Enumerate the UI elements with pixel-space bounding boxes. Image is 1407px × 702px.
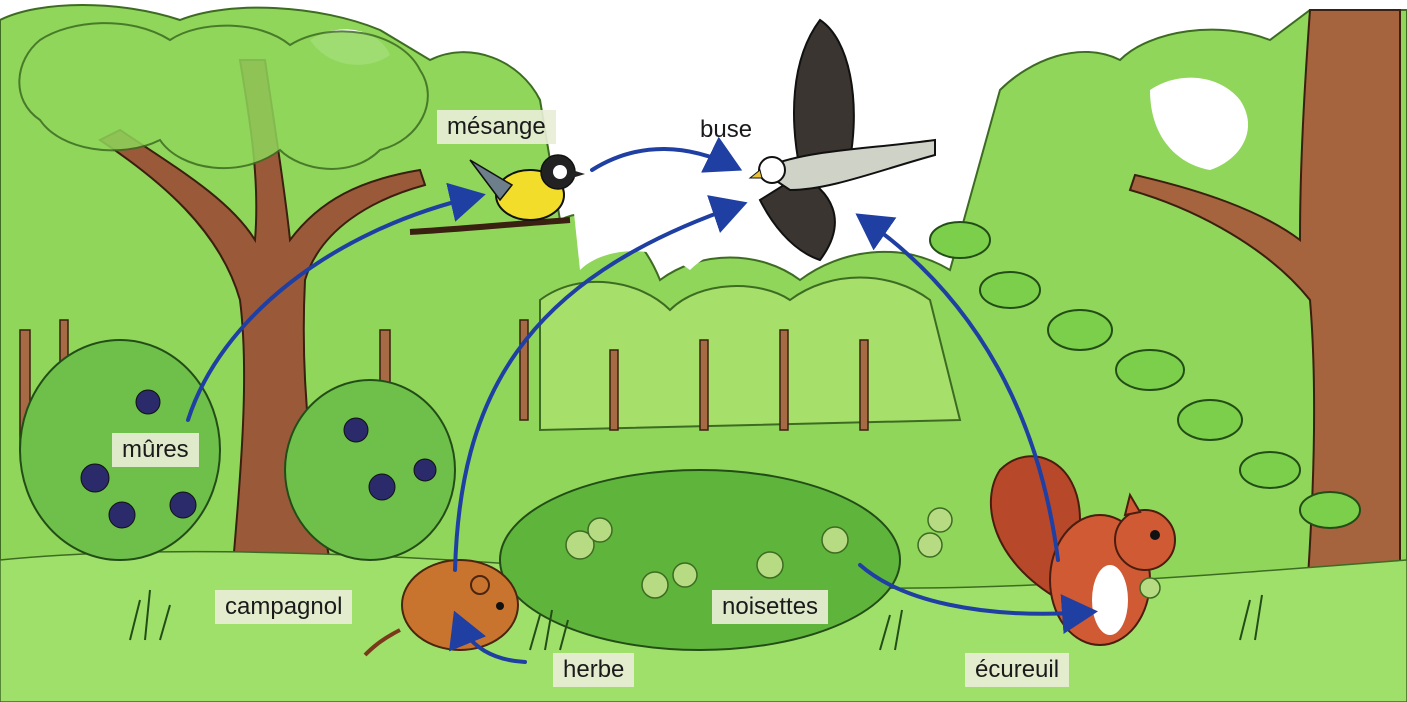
label-herbe: herbe bbox=[553, 653, 634, 687]
label-mesange: mésange bbox=[437, 110, 556, 144]
label-buse: buse bbox=[690, 113, 762, 147]
label-noisettes: noisettes bbox=[712, 590, 828, 624]
label-ecureuil: écureuil bbox=[965, 653, 1069, 687]
label-mures: mûres bbox=[112, 433, 199, 467]
label-campagnol: campagnol bbox=[215, 590, 352, 624]
